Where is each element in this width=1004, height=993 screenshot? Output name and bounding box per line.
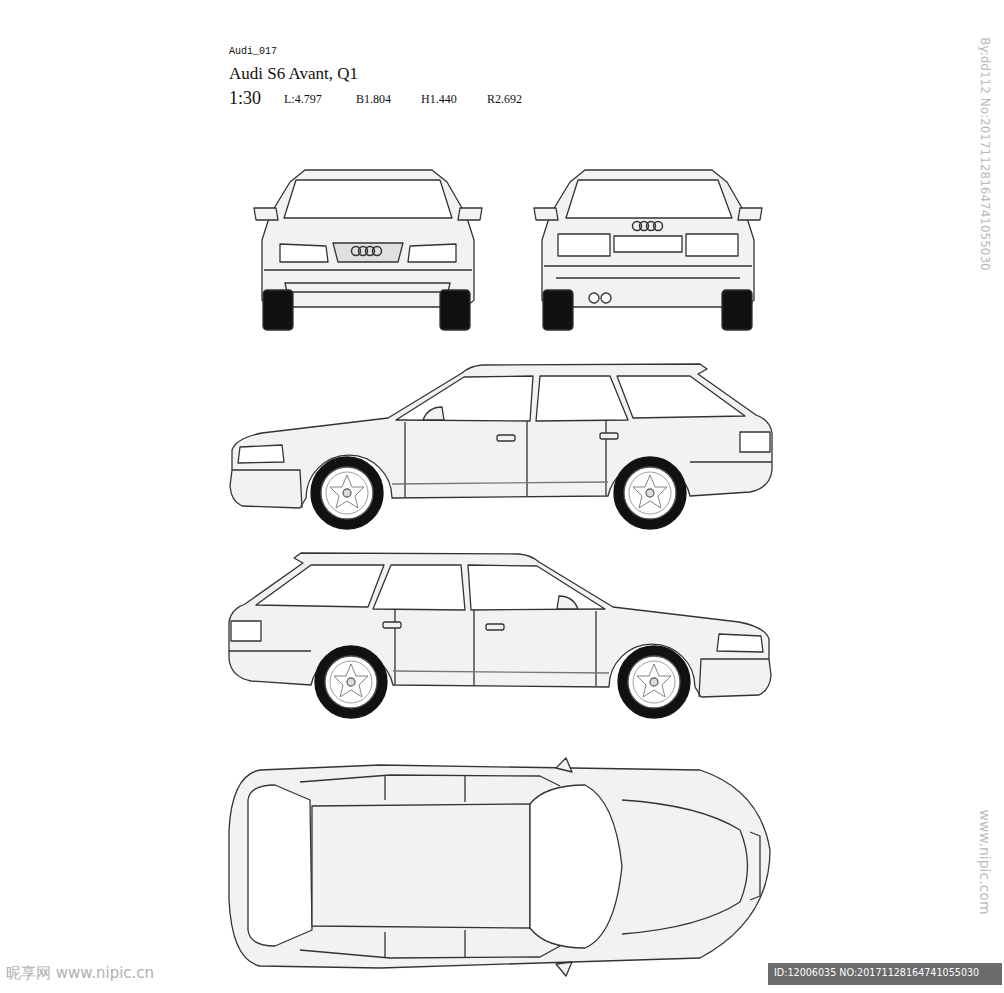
- front-view-part: [458, 208, 482, 220]
- watermark: By:dd112 No:20171128164741055030: [979, 14, 991, 294]
- rear-view-part: [542, 170, 754, 307]
- id-bar: [768, 963, 1002, 985]
- top-view-part: [385, 775, 465, 958]
- scale: 1:30: [229, 89, 261, 107]
- rear-view-part-part: [654, 222, 663, 231]
- length-dimension: L:4.797: [284, 93, 322, 105]
- wheelbase-dimension: R2.692: [487, 93, 522, 105]
- watermark: 昵享网 www.nipic.cn: [6, 966, 154, 981]
- front-view-part: [408, 244, 456, 262]
- rear-view-part: [738, 208, 762, 220]
- rear-view-part: [566, 180, 732, 218]
- image-id: ID:12006035 NO:20171128164741055030: [774, 968, 979, 978]
- top-view-part: [248, 785, 312, 946]
- rear-view-part: [534, 208, 558, 220]
- rear-view-part: [544, 266, 752, 278]
- width-dimension: B1.804: [356, 93, 391, 105]
- front-view-part: [352, 247, 382, 256]
- rear-view-part: [614, 236, 682, 252]
- rear-view-part: [722, 290, 752, 330]
- front-view-part: [262, 170, 474, 307]
- front-view-part: [440, 290, 470, 330]
- rear-view: [534, 170, 762, 330]
- front-view-part: [263, 290, 293, 330]
- top-view-part: [750, 832, 760, 900]
- front-view-part: [333, 243, 403, 262]
- top-view-part: [556, 758, 572, 976]
- side-view-right: [229, 553, 771, 718]
- rear-view-part: [558, 234, 738, 256]
- front-view-part: [284, 180, 452, 218]
- top-view: [229, 758, 770, 976]
- side-view-left: [230, 364, 772, 529]
- top-view-part: [229, 765, 770, 968]
- front-view-part-part: [373, 247, 382, 256]
- rear-view-part: [601, 293, 611, 303]
- top-view-part: [622, 800, 748, 934]
- front-view: [254, 170, 482, 330]
- top-view-part: [312, 804, 530, 928]
- rear-view-part: [589, 293, 599, 303]
- top-view-part: [530, 785, 622, 948]
- rear-view-part: [543, 290, 573, 330]
- front-view-part: [264, 270, 472, 292]
- model-title: Audi S6 Avant, Q1: [229, 65, 358, 82]
- height-dimension: H1.440: [421, 93, 457, 105]
- sheet-id: Audi_017: [229, 47, 277, 57]
- front-view-part: [280, 244, 328, 262]
- rear-view-part: [633, 222, 663, 231]
- top-view-part: [300, 775, 560, 958]
- watermark: www.nipic.com: [978, 797, 992, 927]
- front-view-part: [254, 208, 278, 220]
